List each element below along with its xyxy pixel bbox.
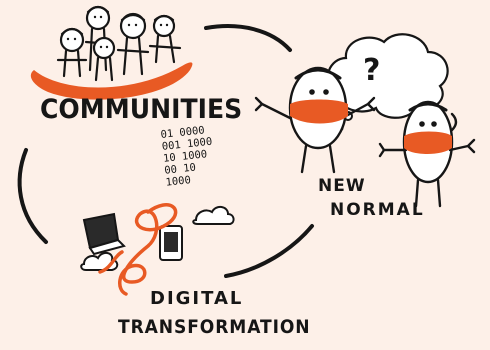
transformation-label: TRANSFORMATION — [118, 316, 311, 338]
smartphone-icon — [159, 225, 183, 261]
cycle-arc-left — [17, 148, 48, 244]
binary-code: 01 0000 001 1000 10 1000 00 10 1000 — [160, 124, 217, 188]
communities-label: COMMUNITIES — [40, 94, 243, 125]
new-label: NEW — [318, 176, 366, 196]
question-mark: ? — [363, 53, 381, 88]
community-boat — [30, 62, 193, 100]
digital-swirl — [98, 203, 178, 296]
cycle-arc-bottom — [224, 224, 314, 278]
digital-label: DIGITAL — [150, 288, 244, 309]
cycle-arc-top — [204, 24, 292, 52]
normal-label: NORMAL — [330, 200, 425, 220]
laptop-icon — [82, 212, 126, 256]
mask-right — [404, 131, 452, 154]
mask-left — [290, 99, 348, 124]
cloud-icon — [192, 206, 235, 225]
community-people — [56, 5, 182, 82]
question-thought-bubble — [326, 33, 449, 119]
